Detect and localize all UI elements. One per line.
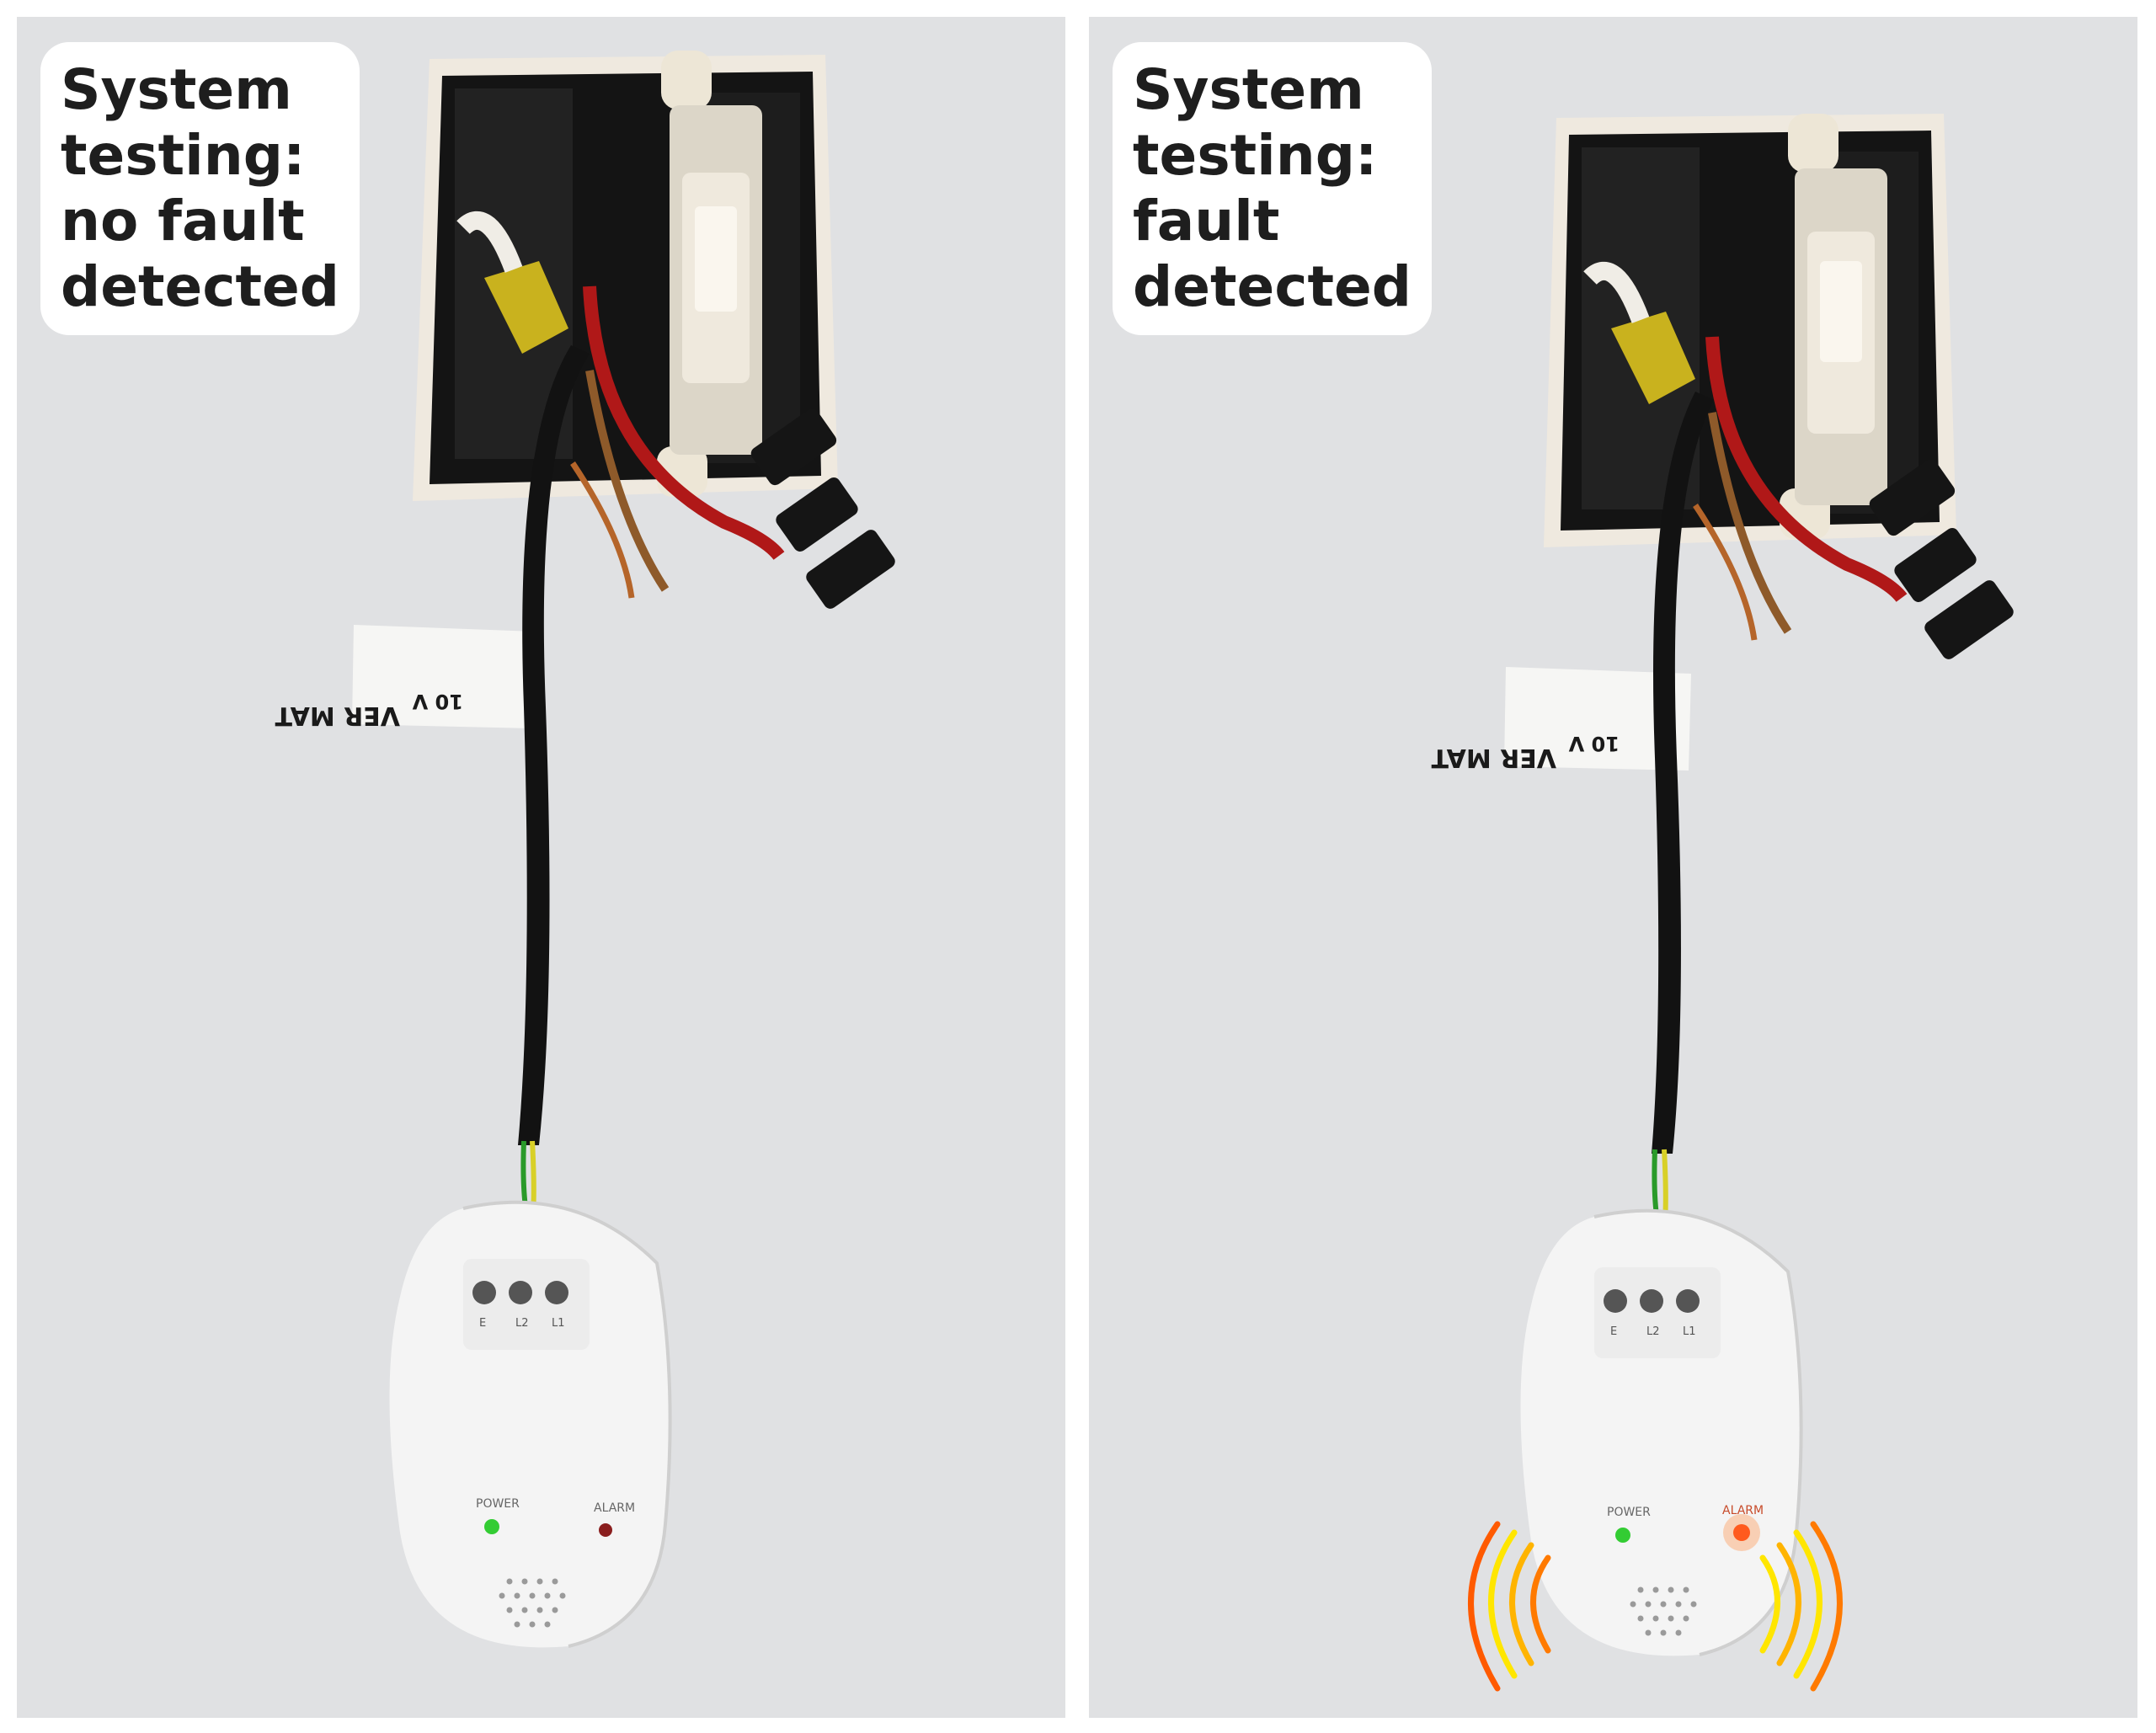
left-photo-panel: VER MAT 10 V E L2 L1 POWER ALARM	[17, 17, 1065, 1718]
speaker-grille	[499, 1578, 566, 1628]
caption-line: testing:	[1133, 123, 1378, 188]
caption-line: no fault	[61, 189, 305, 253]
terminal-blocks	[1869, 459, 2014, 659]
power-label: POWER	[1607, 1506, 1651, 1519]
alarm-led-on	[1733, 1524, 1750, 1541]
alarm-sound-waves-right	[1759, 1521, 1843, 1692]
speaker-grille	[1630, 1586, 1697, 1636]
caption-line: testing:	[61, 123, 306, 188]
terminal-hole-1	[472, 1281, 496, 1304]
terminal-hole-2	[1640, 1289, 1663, 1313]
terminal-hole-3	[1676, 1289, 1700, 1313]
alarm-label: ALARM	[594, 1501, 635, 1515]
terminal-blocks	[750, 408, 895, 609]
caption-line: System	[1133, 57, 1364, 122]
caption-line: detected	[1133, 254, 1412, 319]
caption-no-fault: System testing: no fault detected	[40, 42, 360, 335]
terminal-label-l1: L1	[552, 1317, 565, 1330]
tag-text-2: 10 V	[1568, 732, 1620, 755]
tag-text-1: VER MAT	[275, 701, 400, 730]
terminal-hole-2	[509, 1281, 532, 1304]
caption-line: System	[61, 57, 292, 122]
power-led	[484, 1519, 499, 1534]
wire-connector-yellow	[1583, 261, 1695, 404]
light-switch	[657, 51, 762, 497]
tag-text-2: 10 V	[412, 690, 463, 713]
terminal-hole-3	[545, 1281, 568, 1304]
floor-sensor-alarm-device: E L2 L1 POWER ALARM	[389, 1200, 672, 1648]
terminal-label-l2: L2	[1646, 1325, 1660, 1338]
alarm-label: ALARM	[1722, 1504, 1764, 1517]
caption-fault: System testing: fault detected	[1113, 42, 1432, 335]
caption-line: detected	[61, 254, 339, 319]
terminal-hole-1	[1604, 1289, 1627, 1313]
floor-sensor-alarm-device: E L2 L1 POWER ALARM	[1468, 1208, 1843, 1692]
alarm-led-off	[599, 1523, 612, 1537]
terminal-label-e: E	[479, 1317, 486, 1330]
wire-connector-yellow	[456, 211, 568, 354]
light-switch	[1780, 114, 1887, 539]
cable-tag-label: VER MAT 10 V	[1431, 667, 1691, 772]
house-wires	[1693, 336, 1908, 641]
right-photo-panel: VER MAT 10 V E L2 L1 POWER ALARM	[1089, 17, 2137, 1718]
terminal-label-l2: L2	[515, 1317, 529, 1330]
terminal-label-l1: L1	[1683, 1325, 1696, 1338]
terminal-label-e: E	[1610, 1325, 1617, 1338]
house-wires	[570, 285, 785, 599]
power-led	[1615, 1528, 1630, 1543]
caption-line: fault	[1133, 189, 1280, 253]
alarm-sound-waves-left	[1468, 1521, 1551, 1692]
power-label: POWER	[476, 1497, 520, 1511]
tag-text-1: VER MAT	[1431, 743, 1556, 772]
cable-tag-label: VER MAT 10 V	[275, 625, 535, 730]
